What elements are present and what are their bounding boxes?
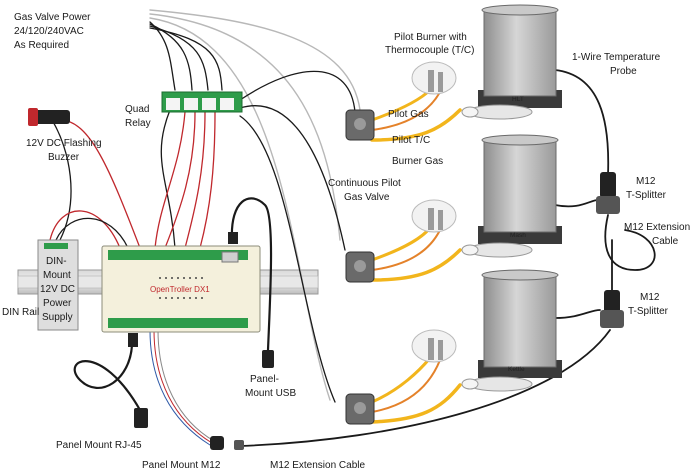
burner-hlt (461, 104, 533, 120)
svg-text:Mount USB: Mount USB (245, 388, 296, 399)
m12-extension-bottom-cable (239, 329, 611, 447)
svg-text:Gas Valve Power: Gas Valve Power (14, 12, 91, 23)
svg-text:M12: M12 (640, 292, 660, 303)
pot-hlt: HLT (478, 4, 562, 108)
svg-text:M12: M12 (636, 176, 656, 187)
label-m12-t-splitter-1: M12 T-Splitter (626, 176, 667, 201)
wire-grey-power-2 (149, 13, 341, 241)
pot-label-kettle: Kettle (508, 366, 525, 373)
burner-mash (461, 242, 533, 258)
label-pilot-gas: Pilot Gas (388, 109, 429, 120)
gas-valve-kettle (345, 393, 375, 425)
wire-red-buzzer (59, 119, 141, 249)
svg-text:T-Splitter: T-Splitter (628, 306, 669, 317)
label-m12-extension-cable-bottom: M12 Extension Cable (270, 460, 365, 471)
gas-valve-mash (345, 251, 375, 283)
svg-text:T-Splitter: T-Splitter (626, 190, 667, 201)
wiring (49, 9, 656, 447)
flashing-buzzer (28, 108, 70, 126)
svg-text:1-Wire Temperature: 1-Wire Temperature (572, 52, 661, 63)
label-panel-mount-usb: Panel- Mount USB (245, 374, 296, 399)
m12-t-splitter-2 (600, 290, 624, 328)
svg-text:Panel-: Panel- (250, 374, 279, 385)
burner-kettle (461, 376, 533, 392)
controller-label: OpenTroller DX1 (150, 285, 210, 294)
label-burner-gas: Burner Gas (392, 156, 443, 167)
pot-kettle: Kettle (478, 269, 562, 378)
m12-t-splitter-1 (596, 172, 620, 214)
label-panel-mount-rj45: Panel Mount RJ-45 (56, 440, 142, 451)
panel-mount-rj45-connector (128, 333, 148, 428)
svg-text:Thermocouple (T/C): Thermocouple (T/C) (385, 45, 474, 56)
din-power-supply (37, 239, 79, 331)
label-din-rail: DIN Rail (2, 307, 39, 318)
opentroller-dx1-board: OpenTroller DX1 (101, 245, 261, 333)
label-temp-probe: 1-Wire Temperature Probe (572, 52, 661, 77)
pot-label-hlt: HLT (512, 96, 524, 103)
svg-text:12V DC: 12V DC (40, 284, 75, 295)
svg-text:Cable: Cable (652, 236, 679, 247)
label-din-power-supply: DIN- Mount 12V DC Power Supply (40, 256, 75, 323)
svg-text:Power: Power (43, 298, 72, 309)
label-pilot-tc: Pilot T/C (392, 135, 430, 146)
svg-text:Supply: Supply (42, 312, 73, 323)
label-quad-relay: Quad Relay (125, 104, 151, 129)
label-continuous-pilot: Continuous Pilot Gas Valve (328, 178, 401, 203)
label-gas-valve-power: Gas Valve Power 24/120/240VAC As Require… (14, 12, 91, 51)
svg-text:Quad: Quad (125, 104, 149, 115)
svg-text:Gas Valve: Gas Valve (344, 192, 390, 203)
pilot-burner-mash (411, 199, 457, 233)
svg-text:24/120/240VAC: 24/120/240VAC (14, 26, 84, 37)
wire-grey-power-1 (149, 9, 361, 111)
svg-text:Relay: Relay (125, 118, 151, 129)
svg-text:Continuous Pilot: Continuous Pilot (328, 178, 401, 189)
wire-grey-power-3 (149, 17, 331, 401)
svg-text:M12 Extension: M12 Extension (624, 222, 690, 233)
panel-mount-m12-connector (210, 436, 244, 450)
svg-text:Mount: Mount (43, 270, 71, 281)
label-panel-mount-m12: Panel Mount M12 (142, 460, 221, 471)
svg-text:Pilot Burner with: Pilot Burner with (394, 32, 467, 43)
pot-mash: Mash (478, 134, 562, 244)
panel-mount-usb-connector (228, 232, 274, 368)
svg-text:As Required: As Required (14, 40, 69, 51)
label-buzzer: 12V DC Flashing Buzzer (26, 138, 102, 163)
svg-text:DIN-: DIN- (46, 256, 67, 267)
pilot-burner-hlt (411, 61, 457, 95)
quad-relay (161, 91, 243, 113)
label-m12-t-splitter-2: M12 T-Splitter (628, 292, 669, 317)
gas-valve-hlt (345, 109, 375, 141)
svg-text:Buzzer: Buzzer (48, 152, 80, 163)
pilot-burner-kettle (411, 329, 457, 363)
label-pilot-burner: Pilot Burner with Thermocouple (T/C) (385, 32, 474, 56)
pot-label-mash: Mash (510, 232, 526, 239)
label-m12-extension-cable-right: M12 Extension Cable (624, 222, 690, 247)
svg-text:Probe: Probe (610, 66, 637, 77)
svg-text:12V DC Flashing: 12V DC Flashing (26, 138, 102, 149)
